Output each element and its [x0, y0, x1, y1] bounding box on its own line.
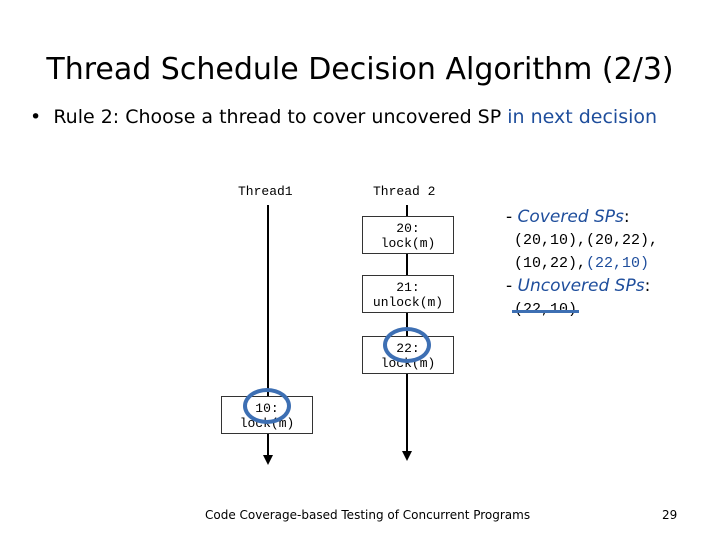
- covered-pair-22-10: (22,10): [586, 255, 650, 272]
- uncovered-heading: - Uncovered SPs:: [506, 276, 651, 296]
- bullet-highlight: in next decision: [507, 106, 658, 128]
- uncovered-label: Uncovered SPs: [517, 276, 645, 296]
- stmt-20-code: lock(m): [380, 236, 436, 251]
- stmt-20: 20: lock(m): [362, 216, 454, 254]
- stmt-21: 21: unlock(m): [362, 275, 454, 313]
- uncovered-list: (22,10): [506, 298, 658, 321]
- bullet-text: Rule 2: Choose a thread to cover uncover…: [53, 106, 508, 128]
- stmt-22-code: lock(m): [380, 356, 436, 371]
- stmt-22: 22: lock(m): [362, 336, 454, 374]
- covered-list-1: (20,10),(20,22),: [514, 232, 659, 249]
- slide-title: Thread Schedule Decision Algorithm (2/3): [46, 52, 674, 87]
- covered-pair-10-22: (10,22),: [514, 255, 587, 272]
- thread2-label: Thread 2: [373, 184, 436, 199]
- thread1-label: Thread1: [238, 184, 293, 199]
- stmt-21-line: 21:: [396, 280, 420, 295]
- bullet-marker: •: [30, 106, 42, 128]
- page-number: 29: [662, 508, 678, 522]
- thread1-line: [267, 205, 269, 457]
- thread1-arrow: [263, 455, 273, 465]
- sp-notes: - Covered SPs: (20,10),(20,22), (10,22),…: [506, 206, 658, 321]
- stmt-10-line: 10:: [255, 401, 279, 416]
- stmt-22-line: 22:: [396, 341, 420, 356]
- covered-list-2: (10,22),(22,10): [506, 252, 658, 275]
- thread2-arrow: [402, 451, 412, 461]
- uncovered-pair-struck: (22,10): [511, 298, 580, 321]
- covered-label: Covered SPs: [517, 207, 624, 227]
- stmt-20-line: 20:: [396, 221, 420, 236]
- footer-text: Code Coverage-based Testing of Concurren…: [205, 508, 531, 522]
- covered-heading: - Covered SPs:: [506, 207, 630, 227]
- rule-bullet: • Rule 2: Choose a thread to cover uncov…: [30, 106, 657, 128]
- stmt-21-code: unlock(m): [372, 295, 444, 310]
- stmt-10: 10: lock(m): [221, 396, 313, 434]
- stmt-10-code: lock(m): [239, 416, 295, 431]
